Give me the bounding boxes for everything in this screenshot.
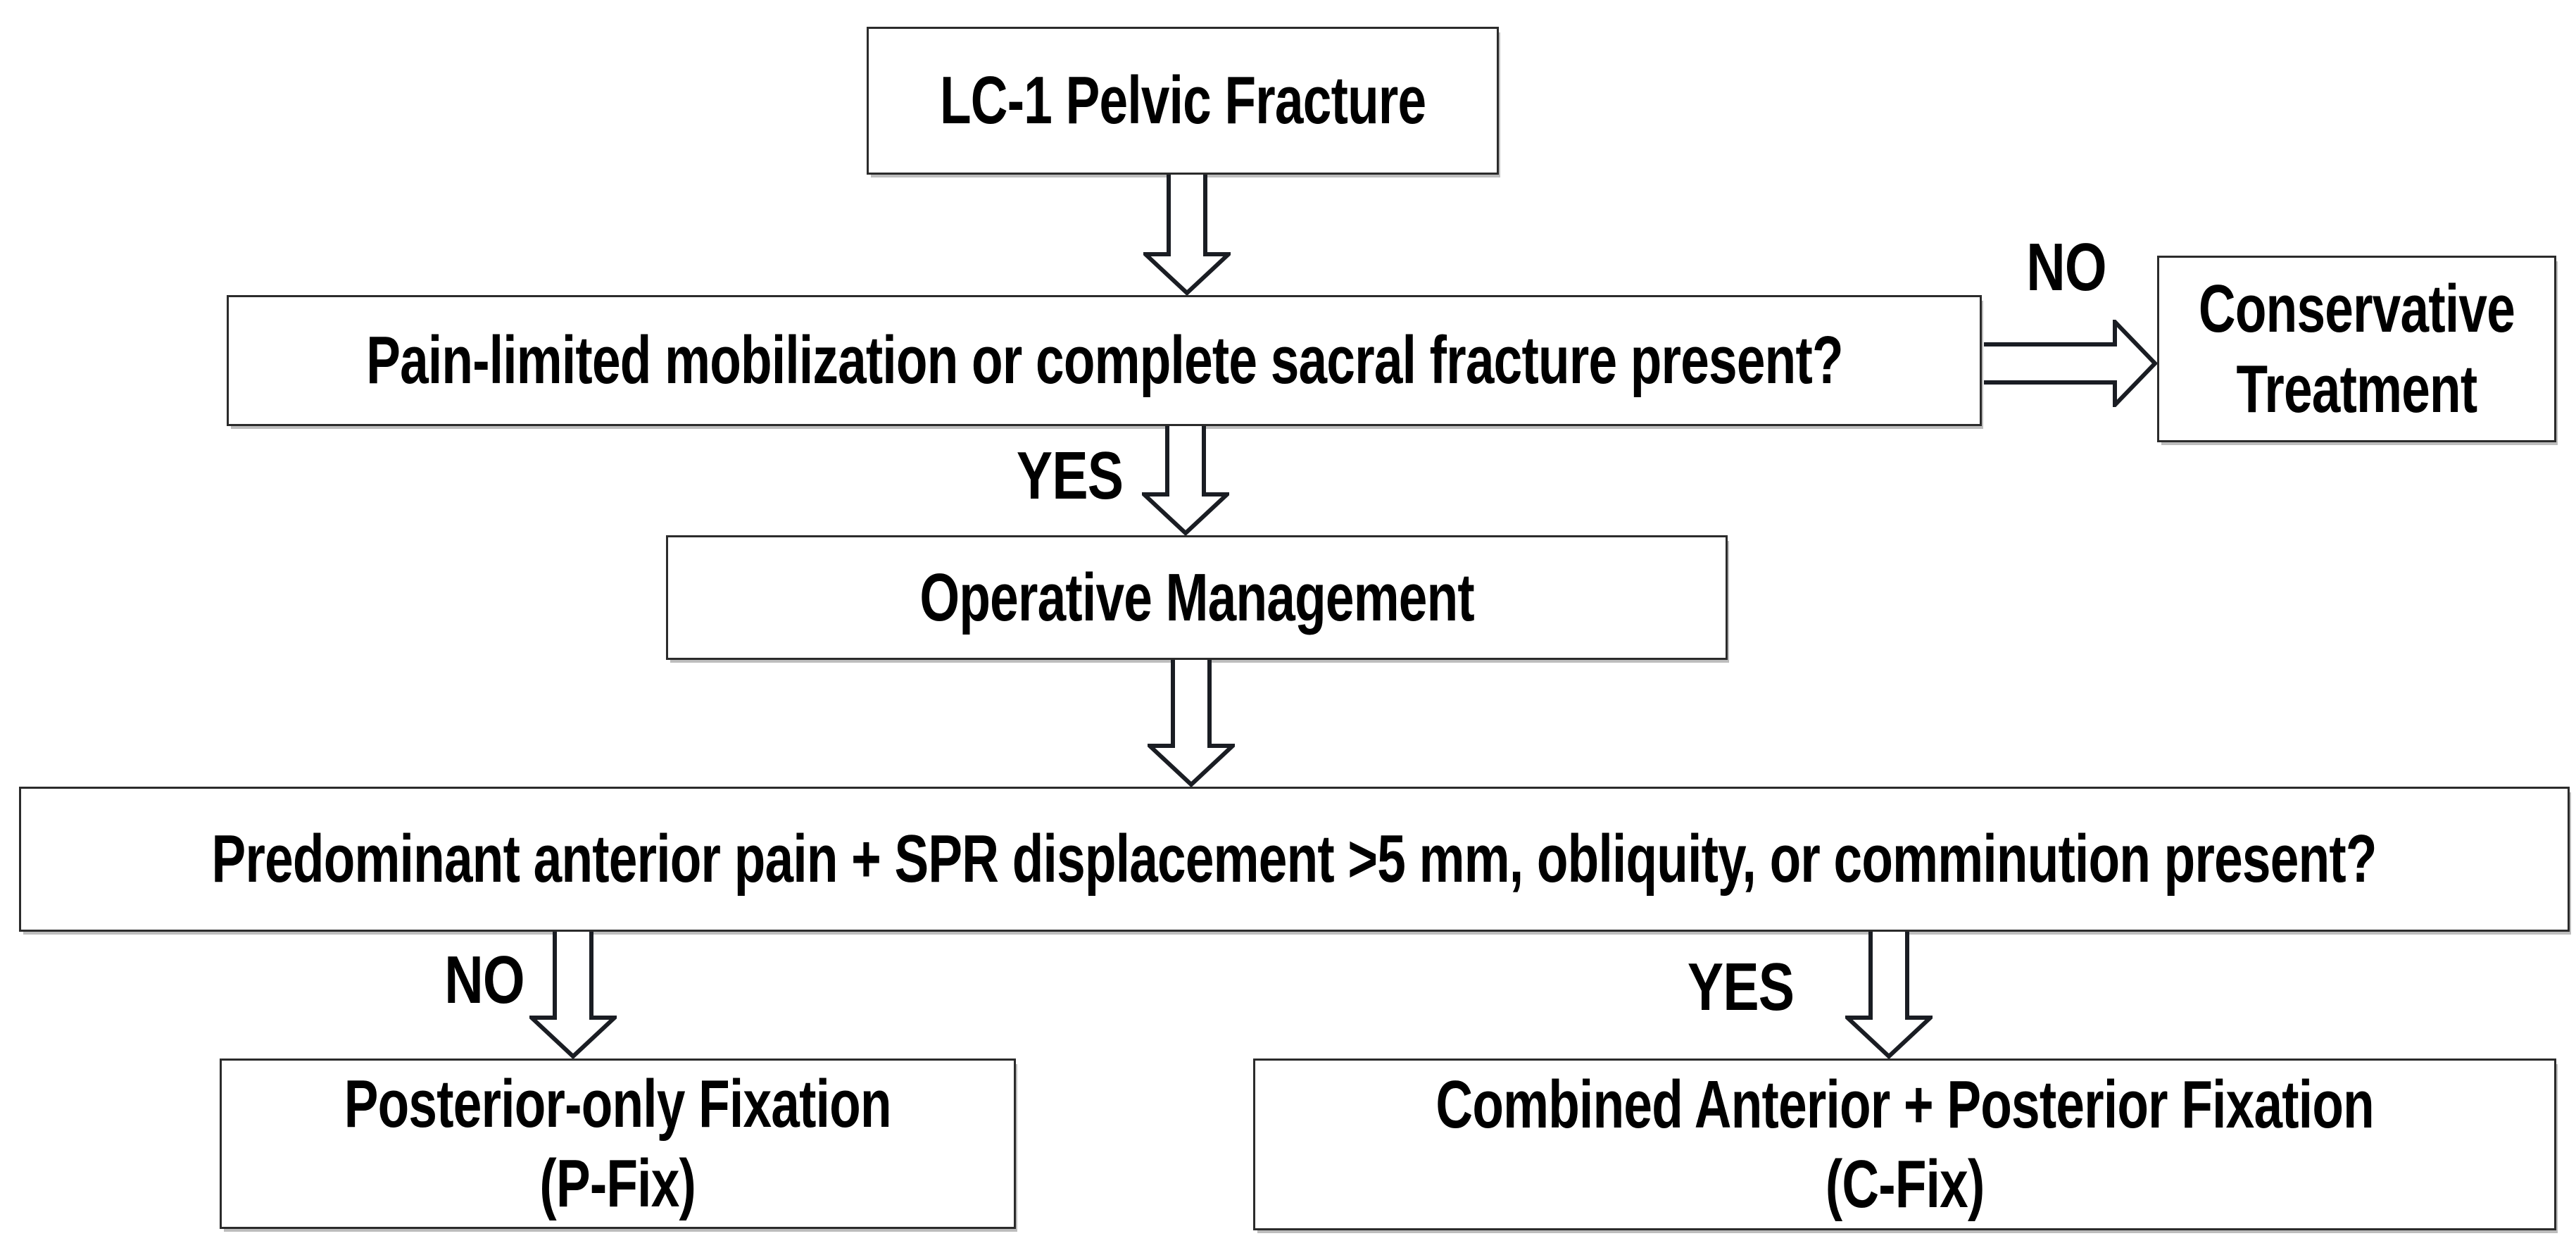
node-lc1-pelvic-fracture: LC-1 Pelvic Fracture [867, 27, 1499, 175]
node-conservative-treatment: Conservative Treatment [2157, 256, 2556, 442]
node-label: Operative Management [919, 559, 1474, 635]
node-operative-management: Operative Management [666, 535, 1728, 660]
node-triage-question: Pain-limited mobilization or complete sa… [227, 295, 1982, 426]
node-combined-fixation: Combined Anterior + Posterior Fixation (… [1253, 1059, 2556, 1230]
arrow-right-icon [1984, 320, 2157, 407]
node-label: Posterior-only Fixation (P-Fix) [344, 1066, 892, 1221]
node-label: Combined Anterior + Posterior Fixation (… [1435, 1066, 2374, 1222]
node-label: LC-1 Pelvic Fracture [939, 63, 1426, 139]
arrow-down-icon [1148, 660, 1235, 787]
arrow-down-icon [529, 932, 617, 1059]
branch-label-yes-operative: YES [1017, 438, 1124, 513]
arrow-down-icon [1143, 175, 1231, 295]
branch-label-yes-cfix: YES [1688, 949, 1795, 1025]
branch-label-no-pfix: NO [444, 942, 524, 1018]
node-fixation-question: Predominant anterior pain + SPR displace… [19, 787, 2570, 932]
branch-label-no-conservative: NO [2026, 230, 2106, 305]
node-posterior-only-fixation: Posterior-only Fixation (P-Fix) [220, 1059, 1016, 1229]
node-label: Pain-limited mobilization or complete sa… [365, 323, 1843, 399]
node-label: Conservative Treatment [2198, 271, 2515, 427]
arrow-down-icon [1142, 426, 1229, 535]
node-label: Predominant anterior pain + SPR displace… [211, 821, 2377, 897]
arrow-down-icon [1845, 932, 1933, 1059]
